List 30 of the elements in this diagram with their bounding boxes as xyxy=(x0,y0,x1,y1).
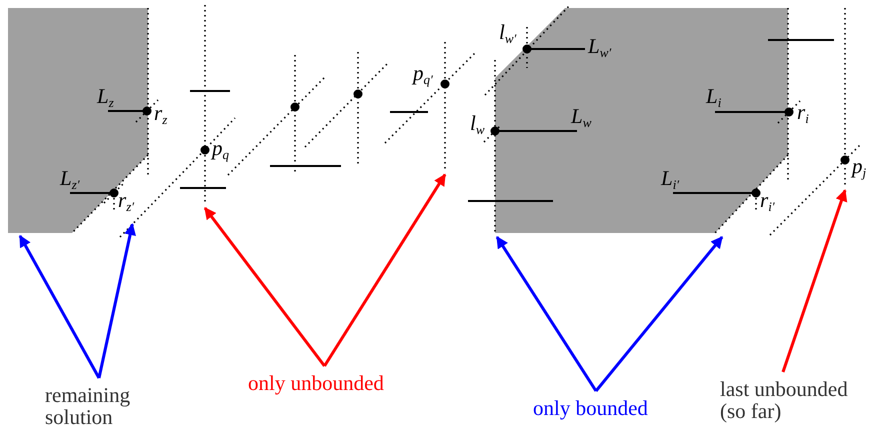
caption-text: remaining solution xyxy=(45,384,165,428)
point-label: p$_{q′}$ xyxy=(413,63,433,86)
point-label: p$_{q}$ xyxy=(212,138,229,161)
point-label: l$_{w′}$ xyxy=(499,22,516,45)
arrow xyxy=(204,207,326,367)
arrow xyxy=(594,236,724,392)
point-label: L$_{w}$ xyxy=(571,106,592,129)
caption-text: only bounded xyxy=(533,397,673,419)
arrow xyxy=(98,223,136,378)
dotted-line xyxy=(119,161,194,238)
point-label: L$_{z}$ xyxy=(97,86,114,109)
point-label: L$_{i′}$ xyxy=(661,168,680,191)
point-label: p$_{j}$ xyxy=(852,156,866,179)
point-label: r$_{i}$ xyxy=(797,102,809,125)
arrow xyxy=(496,236,598,392)
point-label: L$_{z′}$ xyxy=(60,168,80,191)
point-label: r$_{i′}$ xyxy=(760,190,775,213)
dotted-line xyxy=(844,8,846,185)
shaded-region xyxy=(8,8,148,233)
arrow xyxy=(782,189,848,372)
caption-text: last unbounded (so far) xyxy=(720,378,860,422)
point-label: r$_{z′}$ xyxy=(118,190,134,213)
shaded-region xyxy=(495,8,788,233)
point-label: L$_{w′}$ xyxy=(588,36,612,59)
arrow xyxy=(323,174,446,367)
caption-text: only unbounded xyxy=(248,372,418,394)
arrow xyxy=(18,234,100,379)
point-label: L$_{i}$ xyxy=(706,86,722,109)
point-label: r$_{z}$ xyxy=(154,103,168,126)
point-label: l$_{w}$ xyxy=(470,113,485,136)
